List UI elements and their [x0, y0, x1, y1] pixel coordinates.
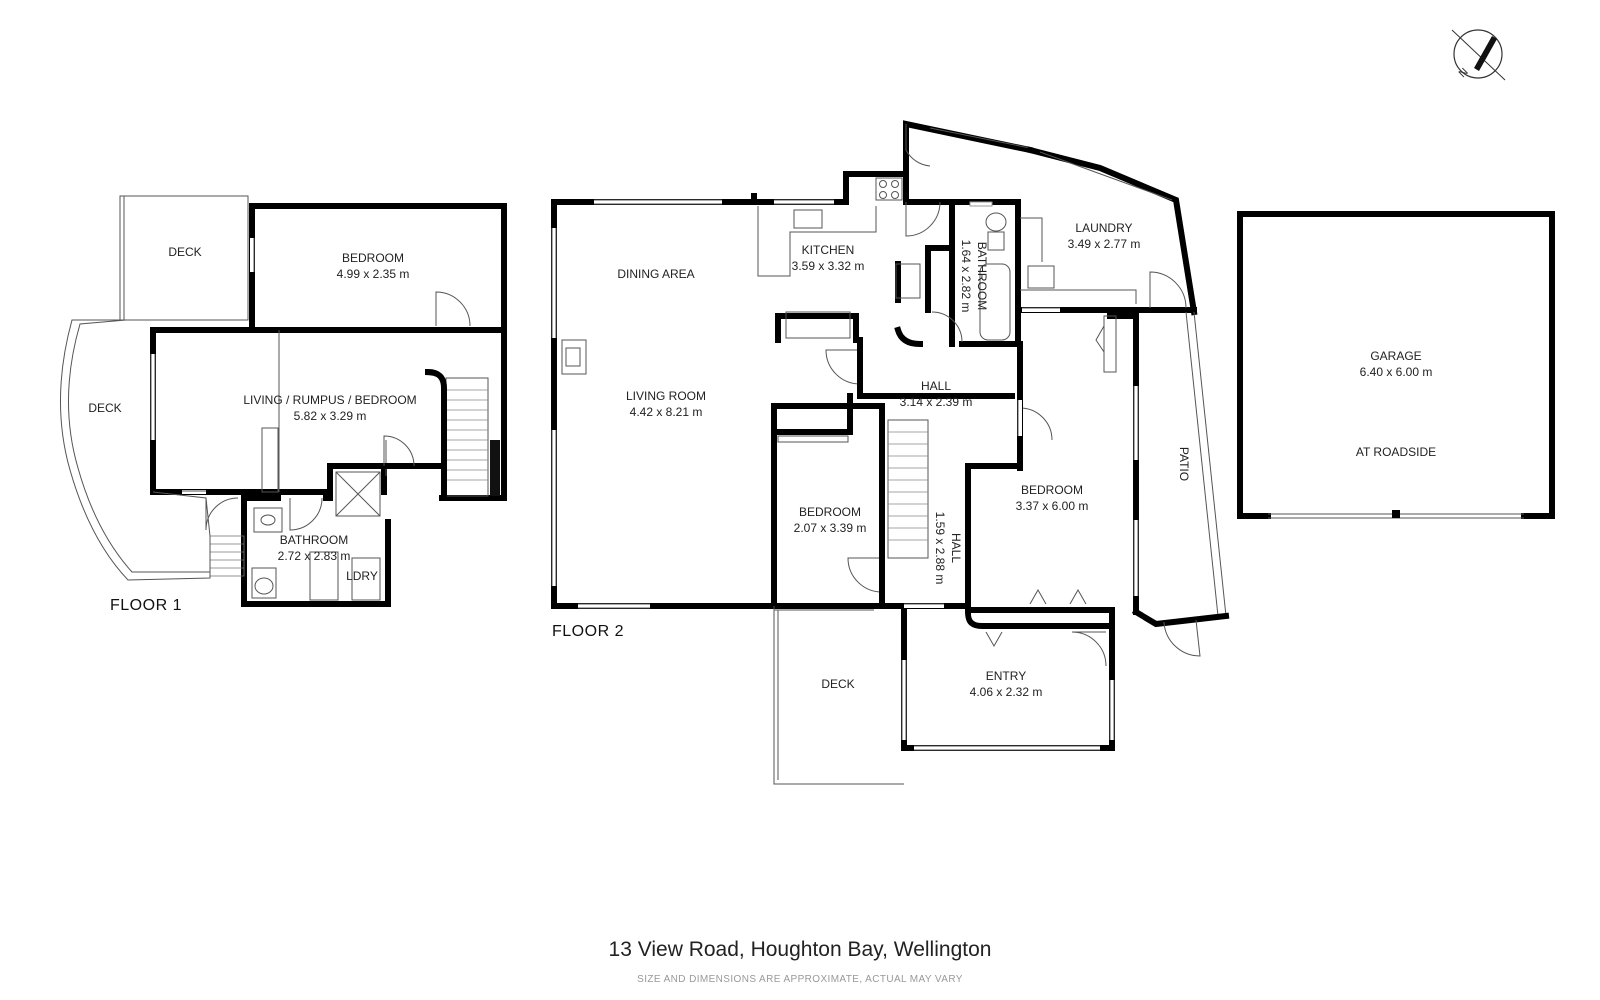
large-bedroom-label: BEDROOM — [1021, 483, 1083, 497]
dining-area-label: DINING AREA — [617, 267, 694, 281]
living-rumpus-size: 5.82 x 3.29 m — [294, 409, 367, 423]
hall2-group: HALL 1.59 x 2.88 m — [933, 512, 963, 585]
small-bedroom-size: 2.07 x 3.39 m — [794, 521, 867, 535]
bedroom-walls — [249, 203, 507, 331]
bathroom-floor2-group: BATHROOM 1.64 x 2.82 m — [959, 240, 989, 313]
garage-size: 6.40 x 6.00 m — [1360, 365, 1433, 379]
external-steps — [209, 535, 245, 577]
bathroom-floor2-label: BATHROOM — [975, 242, 989, 310]
bathroom-label: BATHROOM — [280, 533, 348, 547]
bedroom-label: BEDROOM — [342, 251, 404, 265]
stairs-floor2 — [887, 419, 929, 559]
property-address-title: 13 View Road, Houghton Bay, Wellington — [608, 938, 992, 961]
kitchen-label: KITCHEN — [802, 243, 855, 257]
living-room-size: 4.42 x 8.21 m — [630, 405, 703, 419]
shower — [335, 471, 381, 517]
small-bedroom-label: BEDROOM — [799, 505, 861, 519]
laundry-label: LDRY — [346, 569, 378, 583]
living-room-label: LIVING ROOM — [626, 389, 706, 403]
kitchen-size: 3.59 x 3.32 m — [792, 259, 865, 273]
compass-icon: N — [1451, 29, 1506, 81]
bathroom-size: 2.72 x 2.83 m — [278, 549, 351, 563]
laundry-label: LAUNDRY — [1075, 221, 1132, 235]
garage-label: GARAGE — [1370, 349, 1421, 363]
deck-left-label: DECK — [88, 401, 121, 415]
floor-2-plan — [551, 120, 1230, 785]
bathtub — [979, 263, 1011, 341]
deck-top-label: DECK — [168, 245, 201, 259]
disclaimer-text: SIZE AND DIMENSIONS ARE APPROXIMATE, ACT… — [637, 974, 963, 985]
floor-1-plan — [59, 195, 507, 607]
fireplace — [561, 339, 587, 375]
sink-icon — [793, 209, 823, 229]
garage-note: AT ROADSIDE — [1356, 445, 1436, 459]
garage-plan — [1237, 211, 1555, 519]
lower-deck — [773, 606, 904, 785]
bathroom-floor2-size: 1.64 x 2.82 m — [959, 240, 973, 313]
laundry-size: 3.49 x 2.77 m — [1068, 237, 1141, 251]
entry-size: 4.06 x 2.32 m — [970, 685, 1043, 699]
patio-label: PATIO — [1177, 447, 1191, 481]
deck-top-area — [119, 195, 249, 321]
hall2-label: HALL — [949, 533, 963, 563]
patio-edge — [1193, 311, 1227, 617]
bedroom-size: 4.99 x 2.35 m — [337, 267, 410, 281]
bedroom-door — [435, 291, 471, 327]
entry-label: ENTRY — [986, 669, 1026, 683]
living-rumpus-label: LIVING / RUMPUS / BEDROOM — [243, 393, 416, 407]
hall2-size: 1.59 x 2.88 m — [933, 512, 947, 585]
large-bedroom-size: 3.37 x 6.00 m — [1016, 499, 1089, 513]
stove-icon — [875, 177, 903, 201]
floor-1-label: FLOOR 1 — [110, 597, 182, 614]
hall-label: HALL — [921, 379, 951, 393]
stairs-floor1 — [445, 377, 489, 497]
deck-left-area — [59, 319, 211, 581]
floor-2-label: FLOOR 2 — [552, 623, 624, 640]
hall-size: 3.14 x 2.39 m — [900, 395, 973, 409]
deck-floor2-label: DECK — [821, 677, 854, 691]
